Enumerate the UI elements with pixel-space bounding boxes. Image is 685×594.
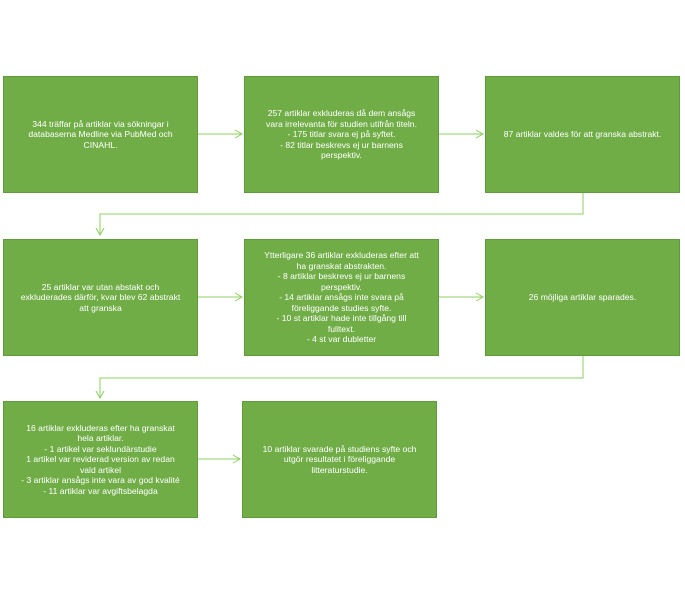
step-text-line: utgör resultatet i föreliggande [283, 454, 396, 465]
step-text-line: föreliggande studies syfte. [291, 302, 392, 313]
step-text-line: - 10 st artiklar hade inte tillgång till [276, 313, 407, 324]
arrow-b6-to-b7 [95, 355, 584, 400]
step-text-line: 16 artiklar exkluderas efter ha granskat [26, 422, 175, 433]
step-text-line: 10 artiklar svarade på studiens syfte oc… [262, 443, 417, 454]
step-text-line: fulltext. [327, 323, 356, 334]
step-text-line: ha granskat abstrakten. [296, 260, 387, 271]
step-text-line: 87 artiklar valdes för att granska abstr… [503, 129, 662, 140]
step-box-initial-search: 344 träffar på artiklar via sökningar i … [3, 76, 198, 193]
step-text-line: 1 artikel var reviderad version av redan [26, 454, 175, 465]
step-text-line: 26 möjliga artiklar sparades. [528, 292, 637, 303]
step-text-line: - 8 artiklar beskrevs ej ur barnens [277, 271, 406, 282]
step-text-line: - 82 titlar beskrevs ej ur barnens [280, 139, 403, 150]
step-text-line: perspektiv. [321, 150, 362, 161]
step-text-line: hela artiklar. [77, 433, 124, 444]
step-text-line: - 175 titlar svara ej på syftet. [287, 129, 396, 140]
step-box-title-exclusion: 257 artiklar exkluderas då dem ansågs va… [244, 76, 439, 193]
step-text-line: vara irrelevanta för studien utifrån tit… [266, 118, 417, 129]
step-text-line: 25 artiklar var utan abstakt och [41, 281, 160, 292]
step-box-fulltext-exclusion: 16 artiklar exkluderas efter ha granskat… [3, 401, 198, 518]
step-box-missing-abstract: 25 artiklar var utan abstakt och exklude… [3, 239, 198, 356]
step-text-line: Ytterligare 36 artiklar exkluderas efter… [264, 250, 419, 261]
step-box-abstract-selection: 87 artiklar valdes för att granska abstr… [485, 76, 680, 193]
step-text-line: vald artikel [79, 464, 122, 475]
step-text-line: databaserna Medline via PubMed och [28, 129, 173, 140]
arrow-b3-to-b4 [95, 192, 584, 237]
step-box-final-result: 10 artiklar svarade på studiens syfte oc… [242, 401, 437, 518]
step-text-line: exkluderades därför, kvar blev 62 abstra… [20, 292, 181, 303]
step-text-line: - 11 artiklar var avgiftsbelagda [43, 485, 158, 496]
step-text-line: CINAHL. [83, 139, 118, 150]
step-text-line: att granska [79, 302, 122, 313]
step-text-line: - 14 artiklar ansågs inte svara på [279, 292, 404, 303]
step-text-line: perspektiv. [321, 281, 362, 292]
step-box-saved-articles: 26 möjliga artiklar sparades. [485, 239, 680, 356]
step-text-line: - 1 artikel var seklundärstudie [44, 443, 157, 454]
step-text-line: 344 träffar på artiklar via sökningar i [32, 118, 169, 129]
step-text-line: 257 artiklar exkluderas då dem ansågs [267, 108, 416, 119]
step-box-abstract-exclusion: Ytterligare 36 artiklar exkluderas efter… [244, 239, 439, 356]
step-text-line: litteraturstudie. [311, 464, 368, 475]
step-text-line: - 3 artiklar ansågs inte vara av god kva… [21, 475, 180, 486]
step-text-line: - 4 st var dubletter [306, 334, 377, 345]
